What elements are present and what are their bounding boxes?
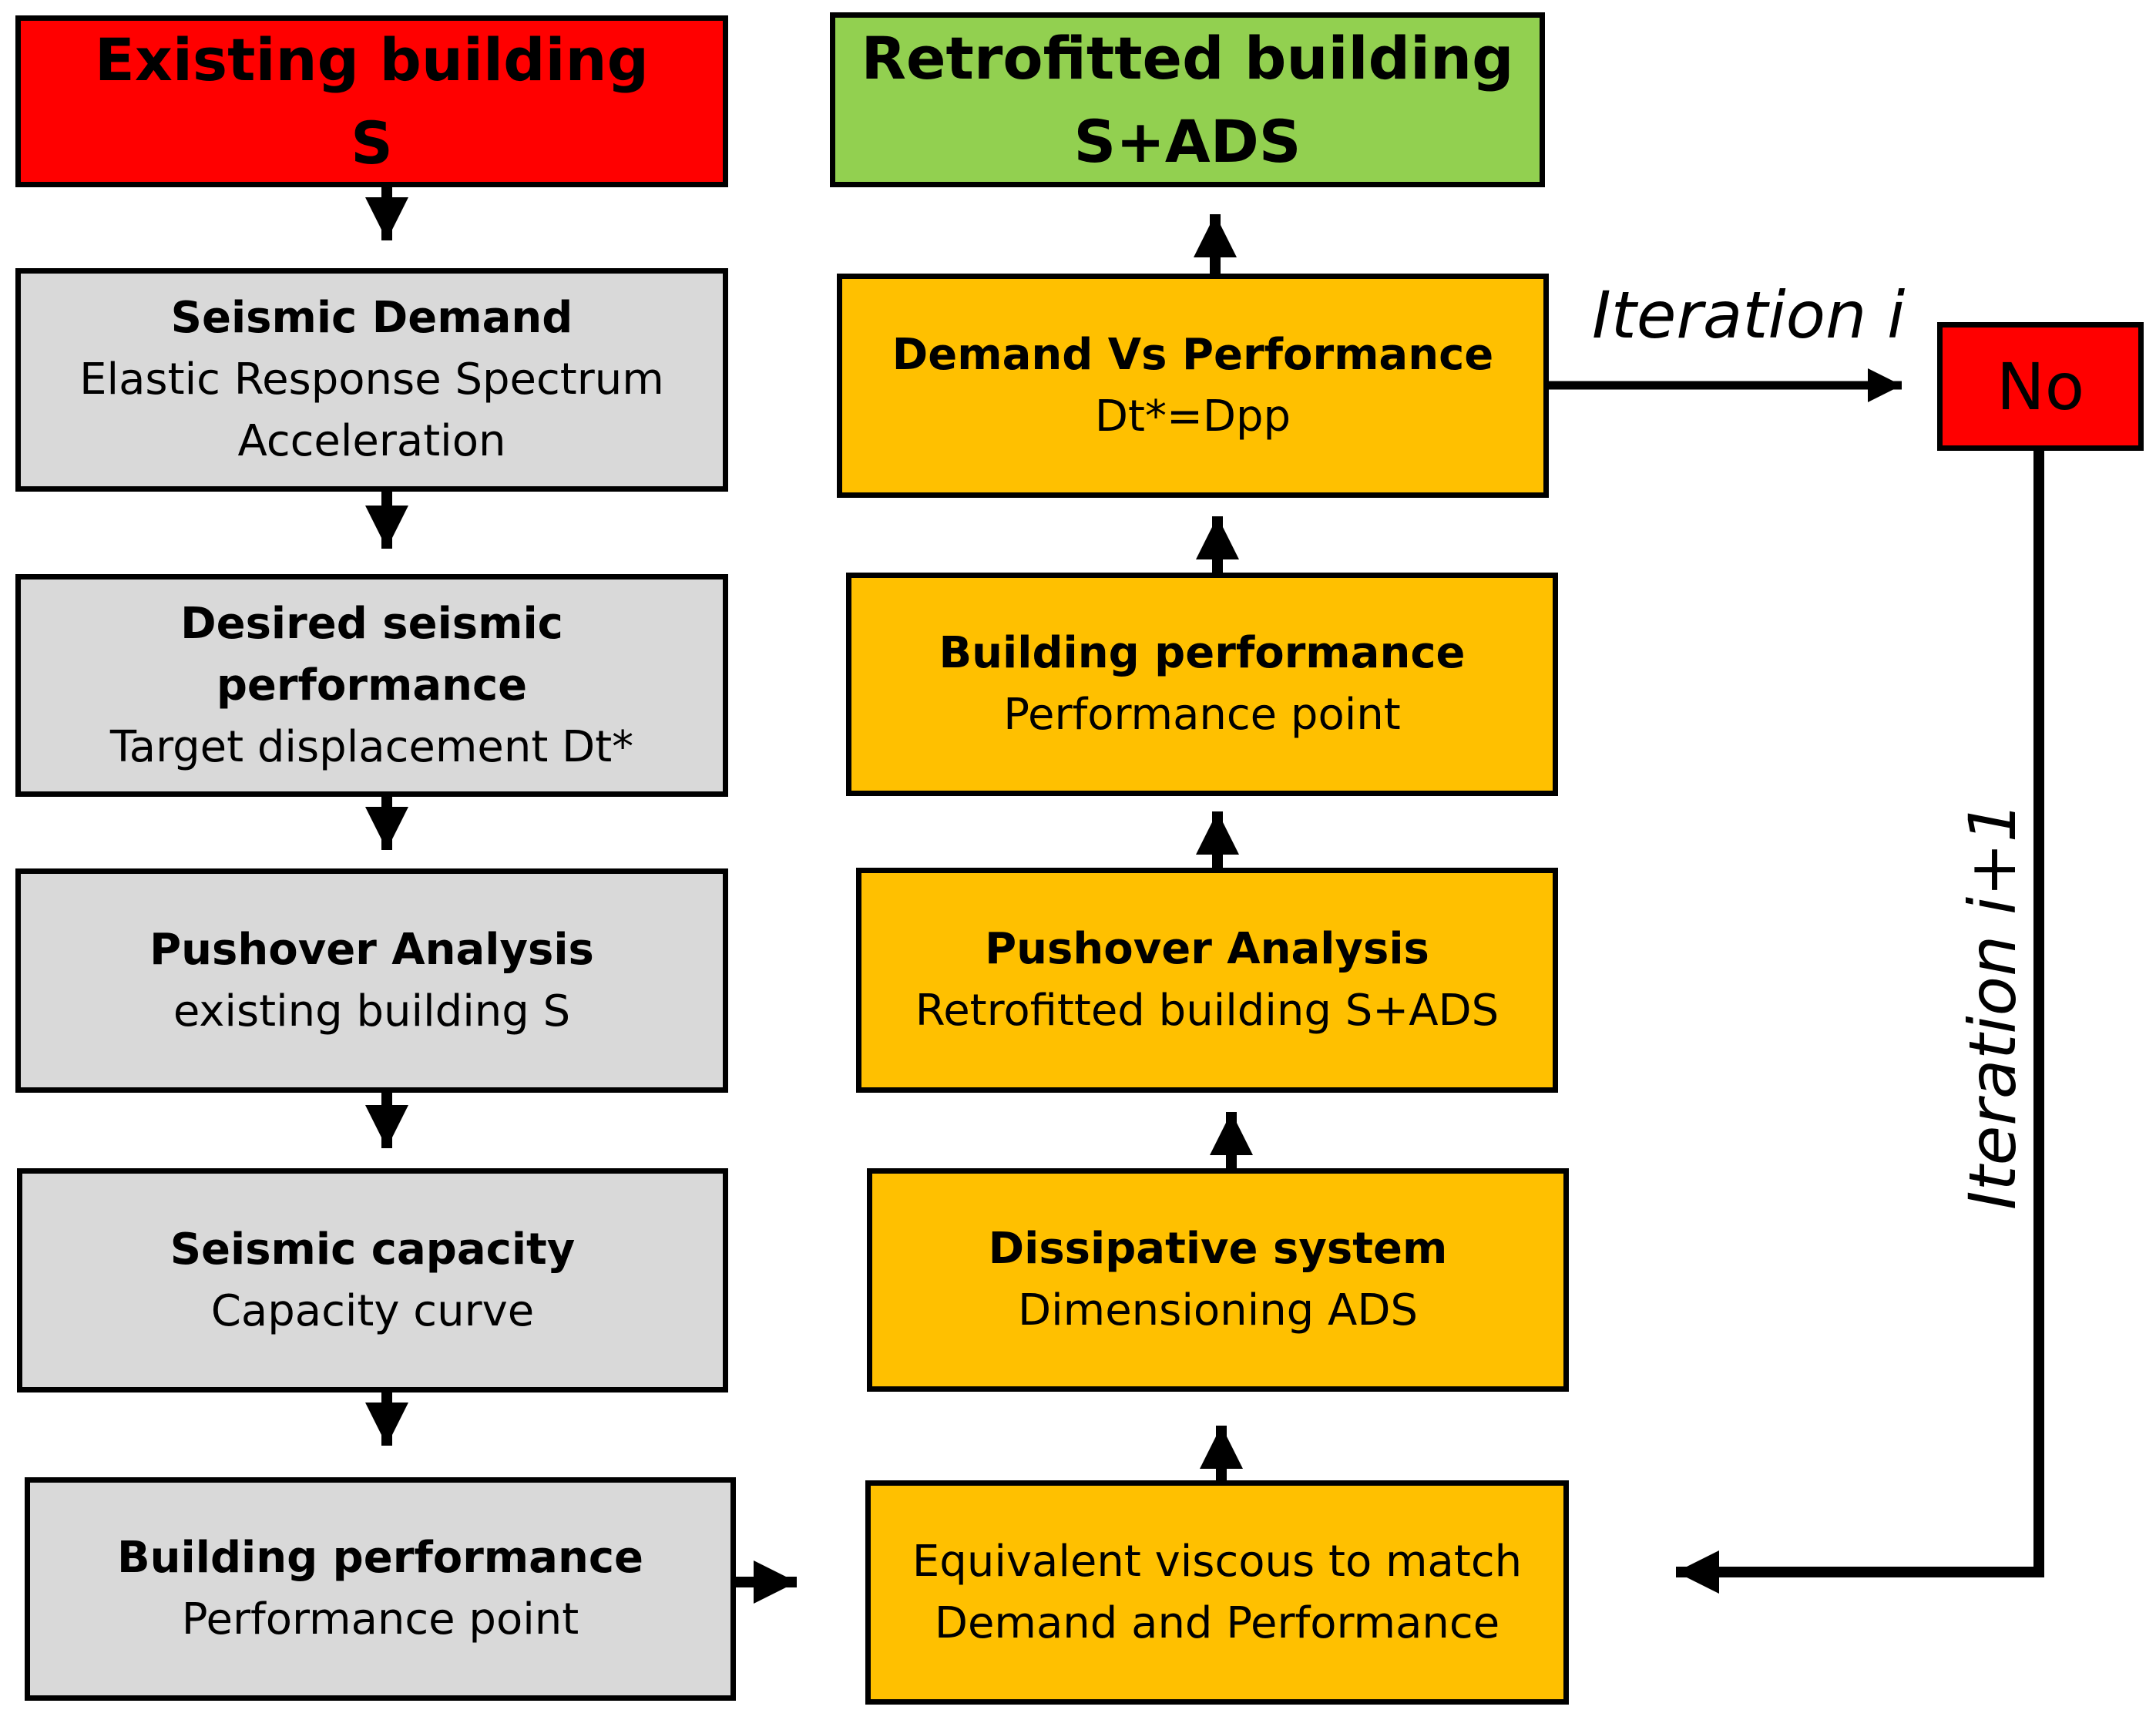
dissipative-system-line1: Dimensioning ADS xyxy=(1017,1285,1419,1335)
seismic-capacity-title: Seismic capacity xyxy=(170,1224,576,1275)
demand-vs-performance-title: Demand Vs Performance xyxy=(892,329,1494,380)
seismic-demand-line2: Acceleration xyxy=(237,416,506,466)
seismic-demand-line1: Elastic Response Spectrum xyxy=(79,354,664,405)
building-performance-left-line1: Performance point xyxy=(181,1594,579,1644)
retrofitted-building-symbol: S+ADS xyxy=(1073,106,1301,176)
pushover-existing-line1: existing building S xyxy=(173,986,571,1036)
pushover-existing-title: Pushover Analysis xyxy=(149,924,594,975)
equivalent-viscous-line1: Equivalent viscous to match xyxy=(912,1536,1523,1587)
pushover-retrofitted-line1: Retrofitted building S+ADS xyxy=(915,986,1499,1036)
building-performance-right-line1: Performance point xyxy=(1003,690,1401,740)
building-performance-right-box: Building performance Performance point xyxy=(846,573,1558,796)
pushover-retrofitted-title: Pushover Analysis xyxy=(985,924,1429,974)
desired-performance-title: Desired seismic performance xyxy=(180,598,563,711)
decision-no-label: No xyxy=(1996,348,2085,425)
iteration-next-label: Iteration i+1 xyxy=(1955,801,2030,1211)
equivalent-viscous-box: Equivalent viscous to match Demand and P… xyxy=(865,1480,1569,1705)
retrofitted-building-box: Retrofitted building S+ADS xyxy=(830,12,1545,187)
desired-performance-box: Desired seismic performance Target displ… xyxy=(15,574,728,797)
pushover-retrofitted-box: Pushover Analysis Retrofitted building S… xyxy=(856,868,1558,1093)
seismic-capacity-line1: Capacity curve xyxy=(210,1285,535,1336)
building-performance-left-box: Building performance Performance point xyxy=(25,1477,736,1701)
retrofitted-building-title: Retrofitted building xyxy=(861,23,1514,92)
building-performance-right-title: Building performance xyxy=(939,628,1466,678)
dissipative-system-box: Dissipative system Dimensioning ADS xyxy=(867,1168,1569,1392)
equivalent-viscous-line2: Demand and Performance xyxy=(934,1597,1500,1648)
pushover-existing-box: Pushover Analysis existing building S xyxy=(15,868,728,1093)
seismic-demand-title: Seismic Demand xyxy=(170,293,573,343)
demand-vs-performance-line1: Dt*=Dpp xyxy=(1094,391,1291,442)
seismic-demand-box: Seismic Demand Elastic Response Spectrum… xyxy=(15,268,728,492)
dissipative-system-title: Dissipative system xyxy=(988,1224,1448,1274)
decision-no-box: No xyxy=(1937,322,2144,451)
demand-vs-performance-box: Demand Vs Performance Dt*=Dpp xyxy=(837,274,1549,498)
existing-building-title: Existing building xyxy=(94,25,650,94)
existing-building-box: Existing building S xyxy=(15,15,728,187)
iteration-i-label: Iteration i xyxy=(1592,277,1906,353)
feedback-loop-line xyxy=(1676,447,2044,1594)
seismic-capacity-box: Seismic capacity Capacity curve xyxy=(17,1168,728,1392)
existing-building-symbol: S xyxy=(351,108,393,177)
building-performance-left-title: Building performance xyxy=(117,1533,643,1583)
desired-performance-line1: Target displacement Dt* xyxy=(109,721,634,772)
